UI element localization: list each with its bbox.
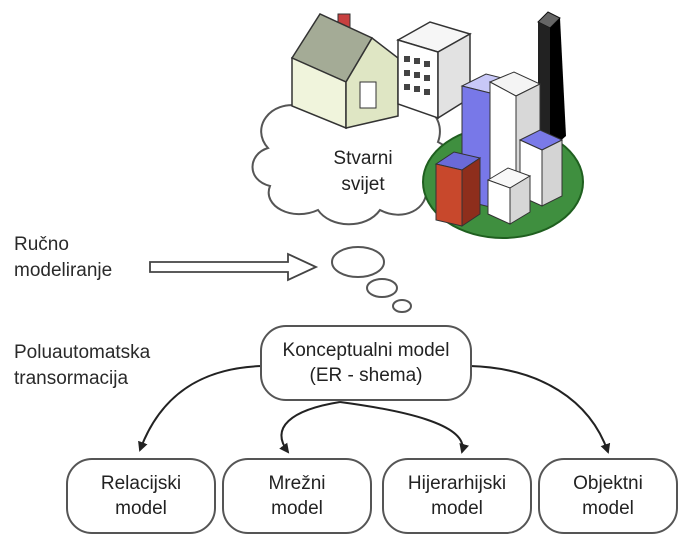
black-tower-icon <box>537 11 566 150</box>
model-box-line2: model <box>115 498 167 519</box>
arrow-to-network <box>279 401 341 454</box>
thought-bubble-medium <box>366 278 398 298</box>
house-icon <box>290 13 399 130</box>
model-box-line1: Hijerarhijski <box>407 473 507 494</box>
model-box-line2: model <box>431 498 483 519</box>
conceptual-model-box: Konceptualni model (ER - shema) <box>260 325 472 401</box>
arrow-to-relational <box>138 365 263 452</box>
manual-modeling-label: Ručno modeliranje <box>14 232 112 284</box>
transformation-arrows <box>138 365 611 454</box>
arrow-to-object <box>469 365 611 454</box>
manual-modeling-line1: Ručno <box>14 234 69 255</box>
semi-automatic-label: Poluautomatska transormacija <box>14 340 150 392</box>
thought-bubble-large <box>331 246 385 278</box>
model-box-line2: model <box>271 498 323 519</box>
network-model-box: Mrežni model <box>222 458 372 534</box>
cube-building-icon <box>486 167 532 225</box>
cloud-label: Stvarni svijet <box>318 146 408 198</box>
cloud-label-line2: svijet <box>341 174 385 195</box>
model-box-line2: model <box>582 498 634 519</box>
thought-bubble-small <box>392 299 412 313</box>
semi-automatic-line2: transormacija <box>14 368 129 389</box>
conceptual-model-line2: (ER - shema) <box>309 365 423 386</box>
conceptual-model-line1: Konceptualni model <box>282 340 450 361</box>
manual-modeling-line2: modeliranje <box>14 260 113 281</box>
model-box-line1: Mrežni <box>268 473 326 494</box>
office-building-icon <box>396 21 472 120</box>
manual-modeling-arrow <box>149 252 319 282</box>
model-box-line1: Objektni <box>573 473 643 494</box>
semi-automatic-line1: Poluautomatska <box>14 342 151 363</box>
arrow-to-hierarchical <box>339 401 469 454</box>
model-box-line1: Relacijski <box>100 473 182 494</box>
relational-model-box: Relacijski model <box>66 458 216 534</box>
object-model-box: Objektni model <box>538 458 678 534</box>
cloud-label-line1: Stvarni <box>333 148 393 169</box>
red-tower-icon <box>434 151 482 227</box>
hierarchical-model-box: Hijerarhijski model <box>382 458 532 534</box>
